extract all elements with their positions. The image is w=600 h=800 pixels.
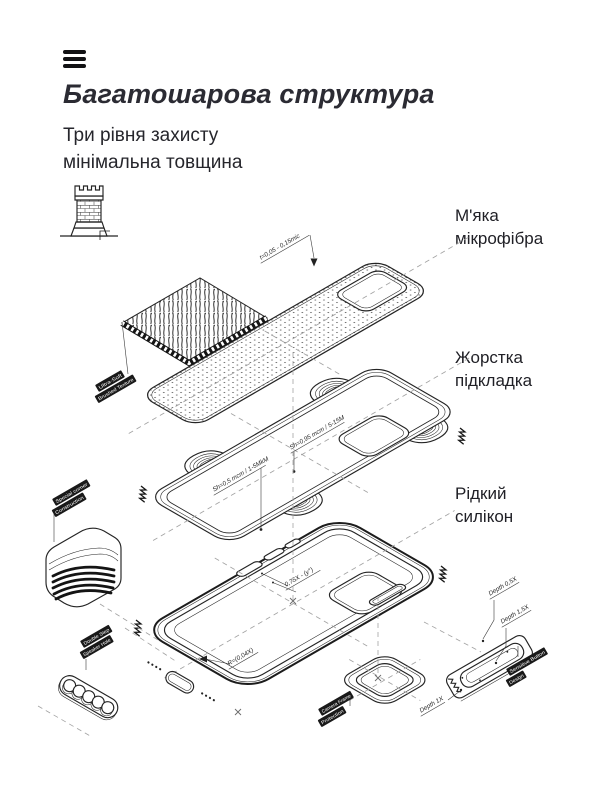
svg-text:Depth 0,5X: Depth 0,5X <box>487 575 518 597</box>
hamburger-bar <box>63 64 86 68</box>
page-subtitle: Три рівня захисту мінімальна товщина <box>63 125 243 173</box>
datum-mark <box>100 231 110 240</box>
chip-camera: Camera Frame Protection <box>317 690 354 727</box>
bottom-layer-case <box>130 465 532 702</box>
fur-texture-detail <box>122 278 267 374</box>
castle-tower-icon <box>60 186 118 236</box>
hamburger-menu-icon[interactable] <box>63 50 86 72</box>
dim-thickness: t=0,05 - 0,15mic <box>258 232 318 267</box>
svg-text:Depth 1,5X: Depth 1,5X <box>499 603 530 625</box>
intersection-mark <box>235 598 381 715</box>
chip-speaker: Double Step Speaker Hole <box>79 624 114 659</box>
chip-corner: Special corner Construction <box>51 479 91 517</box>
dim-depth05: Depth 0,5X <box>481 575 520 643</box>
speaker-grille-detail <box>55 672 122 723</box>
label-hard-lining: Жорстка підкладка <box>455 348 533 390</box>
top-layer-microfiber <box>77 206 525 465</box>
usb-port-and-speaker-holes <box>147 661 215 702</box>
page-title: Багатошарова структура <box>63 79 435 109</box>
label-soft-microfiber: М'яка мікрофібра <box>455 206 544 248</box>
chip-texture: Ultra-Soft Brushed Texture <box>94 370 137 403</box>
label-liquid-silicone: Рідкий силікон <box>455 484 514 526</box>
side-button-detail <box>444 633 536 703</box>
corner-piece-detail <box>46 528 121 607</box>
hamburger-bar <box>63 57 86 61</box>
middle-layer-lining <box>135 315 541 580</box>
svg-text:t=0,05 - 0,15mic: t=0,05 - 0,15mic <box>258 232 301 261</box>
hamburger-bar <box>63 50 86 54</box>
